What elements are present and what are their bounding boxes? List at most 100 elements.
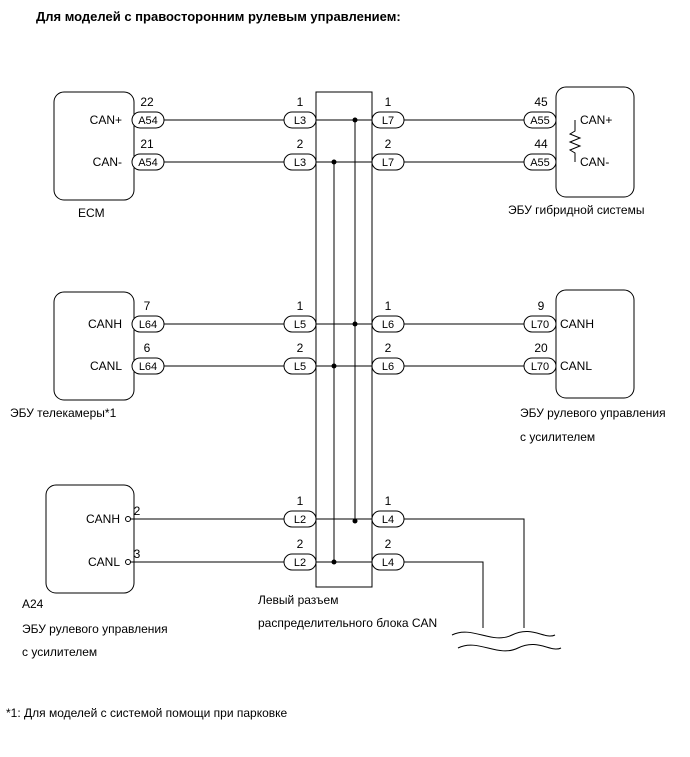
pin-number: 1 bbox=[297, 299, 304, 313]
pin-number: 7 bbox=[144, 299, 151, 313]
pin-number: 2 bbox=[297, 341, 304, 355]
component-name-ecm: ECM bbox=[78, 206, 105, 220]
camera-ecu-box bbox=[53, 291, 135, 401]
pin-number: 1 bbox=[385, 95, 392, 109]
connector-label: L3 bbox=[294, 115, 306, 127]
connector-label: L4 bbox=[382, 514, 394, 526]
diagram-title: Для моделей с правосторонним рулевым упр… bbox=[36, 9, 401, 24]
cable-break-mark bbox=[457, 643, 562, 652]
connector-pill bbox=[523, 315, 557, 333]
pin-number: 22 bbox=[140, 95, 154, 109]
connector-pill bbox=[523, 357, 557, 375]
pin-label: CAN+ bbox=[90, 113, 122, 127]
pin-number: 45 bbox=[534, 95, 548, 109]
junction-name-1: Левый разъем bbox=[258, 593, 338, 607]
junction-name-2: распределительного блока CAN bbox=[258, 616, 437, 630]
connector-pill bbox=[283, 510, 317, 528]
connector-label: L64 bbox=[139, 319, 157, 331]
cable-break-mark bbox=[451, 630, 556, 639]
component-name-eps-left-2: с усилителем bbox=[22, 645, 97, 659]
pin-number: 6 bbox=[144, 341, 151, 355]
splice-dot bbox=[331, 559, 337, 565]
junction-block bbox=[315, 91, 373, 588]
connector-label: A54 bbox=[138, 157, 158, 169]
connector-label: A55 bbox=[530, 157, 550, 169]
pin-label: CAN- bbox=[580, 155, 609, 169]
connector-label: L4 bbox=[382, 557, 394, 569]
pin-label: CANH bbox=[88, 317, 122, 331]
eps-ecu-right-box bbox=[555, 289, 635, 399]
pin-number: 2 bbox=[385, 137, 392, 151]
component-name-eps-left-1: ЭБУ рулевого управления bbox=[22, 622, 168, 636]
component-name-hybrid-ecu: ЭБУ гибридной системы bbox=[508, 203, 644, 217]
connector-label: L70 bbox=[531, 319, 549, 331]
pin-number: 1 bbox=[297, 494, 304, 508]
connector-pill bbox=[371, 357, 405, 375]
component-name-camera-ecu: ЭБУ телекамеры*1 bbox=[10, 406, 117, 420]
connector-pill bbox=[371, 111, 405, 129]
pin-number: 1 bbox=[385, 299, 392, 313]
component-code-eps-left: A24 bbox=[22, 597, 44, 611]
splice-dot bbox=[352, 518, 358, 524]
wire-row3-low-out bbox=[400, 561, 484, 628]
connector-pill bbox=[523, 153, 557, 171]
component-name-eps-right-2: с усилителем bbox=[520, 430, 595, 444]
hybrid-ecu-box bbox=[555, 86, 635, 198]
connector-label: L64 bbox=[139, 361, 157, 373]
connector-label: L7 bbox=[382, 157, 394, 169]
connector-label: A55 bbox=[530, 115, 550, 127]
pin-label: CAN- bbox=[93, 155, 122, 169]
pin-number: 1 bbox=[385, 494, 392, 508]
connector-label: L3 bbox=[294, 157, 306, 169]
splice-dot bbox=[331, 159, 337, 165]
component-name-eps-right-1: ЭБУ рулевого управления bbox=[520, 406, 666, 420]
pin-number: 2 bbox=[385, 341, 392, 355]
pin-label: CANL bbox=[90, 359, 122, 373]
connector-label: L6 bbox=[382, 319, 394, 331]
connector-label: L70 bbox=[531, 361, 549, 373]
pin-number: 44 bbox=[534, 137, 548, 151]
terminating-resistor bbox=[568, 122, 582, 160]
pin-number: 2 bbox=[134, 504, 141, 518]
terminal-circle bbox=[125, 559, 131, 565]
pin-number: 21 bbox=[140, 137, 154, 151]
pin-number: 1 bbox=[297, 95, 304, 109]
wires bbox=[130, 119, 556, 628]
connector-label: L7 bbox=[382, 115, 394, 127]
splice-dot bbox=[352, 117, 358, 123]
pin-number: 20 bbox=[534, 341, 548, 355]
pin-label: CAN+ bbox=[580, 113, 612, 127]
connector-pill bbox=[371, 315, 405, 333]
connector-pill bbox=[371, 510, 405, 528]
splice-dot bbox=[331, 363, 337, 369]
connector-pill bbox=[283, 111, 317, 129]
connector-label: L6 bbox=[382, 361, 394, 373]
connector-pill bbox=[523, 111, 557, 129]
terminal-circle bbox=[125, 516, 131, 522]
connector-label: A54 bbox=[138, 115, 158, 127]
pin-label: CANL bbox=[560, 359, 592, 373]
connector-label: L2 bbox=[294, 514, 306, 526]
pin-label: CANH bbox=[86, 512, 120, 526]
pin-number: 9 bbox=[538, 299, 545, 313]
pin-label: CANH bbox=[560, 317, 594, 331]
ecm-box bbox=[53, 91, 135, 201]
pin-number: 3 bbox=[134, 547, 141, 561]
connector-pill bbox=[283, 357, 317, 375]
footnote: *1: Для моделей с системой помощи при па… bbox=[6, 706, 288, 720]
pin-number: 2 bbox=[297, 137, 304, 151]
connector-label: L2 bbox=[294, 557, 306, 569]
connector-pill bbox=[131, 315, 165, 333]
connector-pill bbox=[131, 153, 165, 171]
connector-pill bbox=[371, 553, 405, 571]
connector-pill bbox=[283, 153, 317, 171]
eps-ecu-left-box bbox=[45, 484, 135, 594]
connector-label: L5 bbox=[294, 319, 306, 331]
connector-label: L5 bbox=[294, 361, 306, 373]
connector-pill bbox=[283, 315, 317, 333]
splice-dot bbox=[352, 321, 358, 327]
connector-pill bbox=[371, 153, 405, 171]
pin-label: CANL bbox=[88, 555, 120, 569]
connector-pill bbox=[131, 111, 165, 129]
